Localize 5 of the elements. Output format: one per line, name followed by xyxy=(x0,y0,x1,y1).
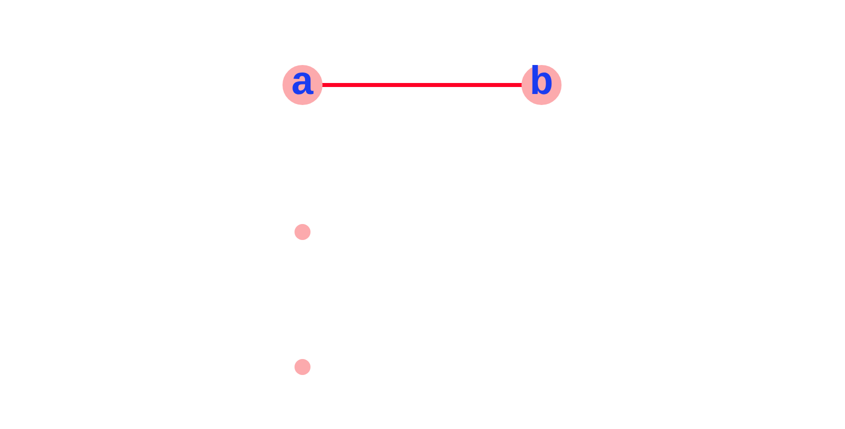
connector xyxy=(322,82,522,87)
node-circle xyxy=(295,358,311,375)
node-circle: b xyxy=(522,64,562,105)
node-circle: a xyxy=(283,64,323,105)
node-circle xyxy=(295,224,311,240)
